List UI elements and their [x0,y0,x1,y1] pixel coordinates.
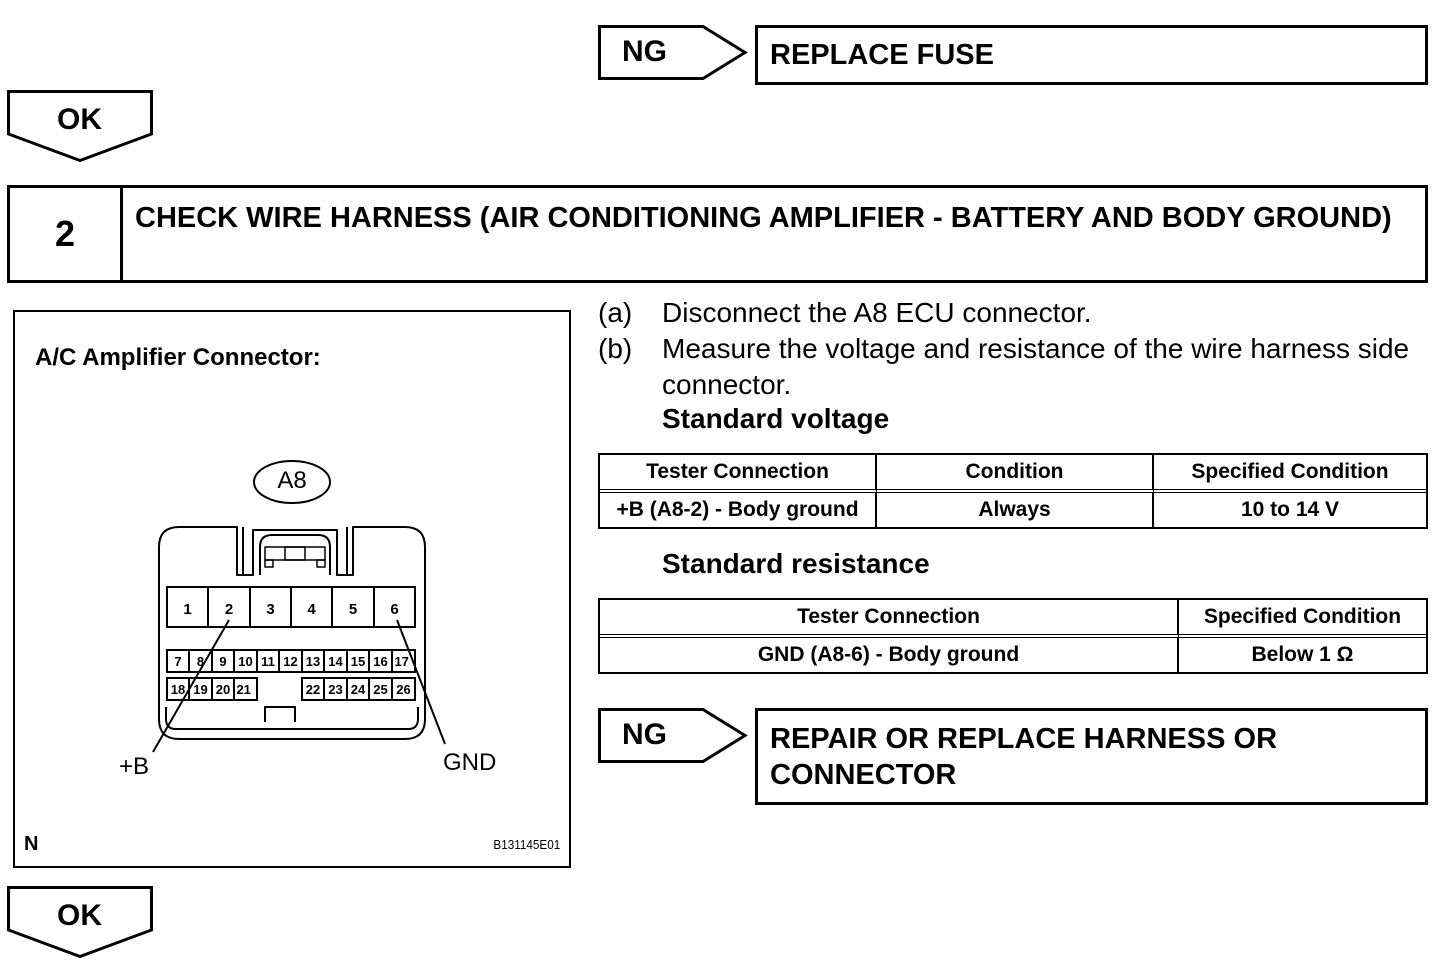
resistance-table-header: Tester Connection Specified Condition [600,600,1426,638]
top-ng-arrow[interactable] [598,25,748,80]
instructions-container: (a) Disconnect the A8 ECU connector. (b)… [598,295,1428,403]
top-ng-action-text: REPLACE FUSE [770,38,994,71]
bottom-ng-arrow[interactable] [598,708,748,763]
bottom-ng-label: NG [622,718,667,751]
top-ng-label: NG [622,35,667,68]
step-title: CHECK WIRE HARNESS (AIR CONDITIONING AMP… [135,202,1392,234]
resistance-table: Tester Connection Specified Condition GN… [598,598,1428,674]
diagram-label-b: +B [119,753,150,780]
svg-text:5: 5 [349,601,357,618]
svg-text:2: 2 [225,601,233,618]
svg-text:3: 3 [266,601,274,618]
diagram-title: A/C Amplifier Connector: [35,344,321,371]
diagram-connector-id: A8 [277,467,307,494]
top-ng-action-box: REPLACE FUSE [755,25,1428,85]
bottom-ng-action-box: REPAIR OR REPLACE HARNESS OR CONNECTOR [755,708,1428,805]
step-2-header: 2 CHECK WIRE HARNESS (AIR CONDITIONING A… [7,185,1428,283]
step-number: 2 [10,188,123,280]
voltage-table-row: +B (A8-2) - Body ground Always 10 to 14 … [600,493,1426,527]
svg-text:6: 6 [390,601,398,618]
diagram-label-gnd: GND [443,749,497,776]
connector-body-outline [158,526,426,740]
voltage-title: Standard voltage [662,403,890,434]
top-ok-label: OK [57,103,102,136]
instruction-b: (b) Measure the voltage and resistance o… [598,333,1410,400]
bottom-ok-arrow[interactable] [7,886,157,958]
diagram-footer-right: B131145E01 [493,837,560,852]
svg-text:1: 1 [183,601,191,618]
svg-text:4: 4 [307,601,316,618]
diagram-footer-left: N [24,833,39,855]
bottom-ok-label: OK [57,899,102,932]
connector-pins-outline [166,586,416,701]
top-ok-arrow[interactable] [7,90,157,162]
bottom-ng-action-text: REPAIR OR REPLACE HARNESS OR CONNECTOR [770,723,1278,792]
voltage-table: Tester Connection Condition Specified Co… [598,453,1428,529]
b-pin-pointer [152,619,230,753]
gnd-pin-pointer [396,619,446,745]
connector-id-bubble [253,460,331,504]
resistance-title: Standard resistance [662,548,930,579]
resistance-table-row: GND (A8-6) - Body ground Below 1 Ω [600,638,1426,672]
voltage-table-header: Tester Connection Condition Specified Co… [600,455,1426,493]
instruction-a: (a) Disconnect the A8 ECU connector. [598,297,1092,328]
